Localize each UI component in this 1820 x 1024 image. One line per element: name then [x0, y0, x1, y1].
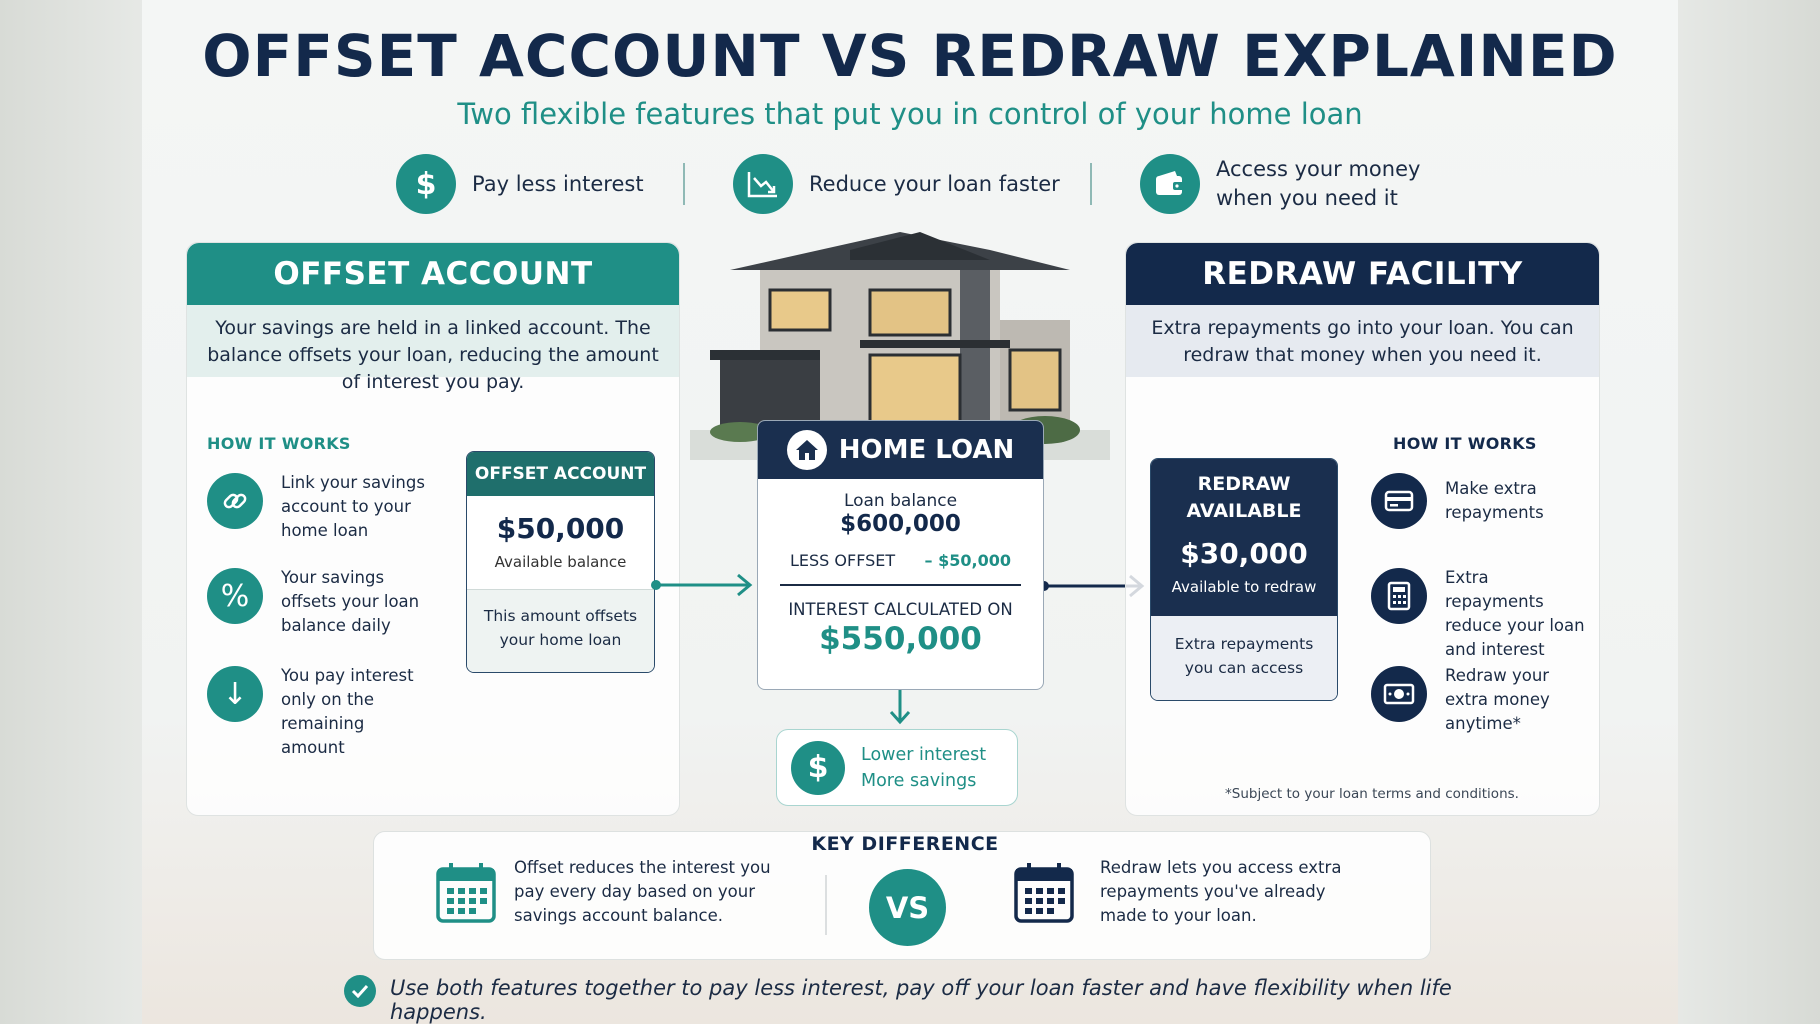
benefit-access-money: Access your money when you need it [1140, 154, 1426, 214]
calendar-icon [1013, 861, 1075, 929]
chart-down-icon [733, 154, 793, 214]
loan-balance-value: $600,000 [840, 511, 961, 537]
redraw-card-title: REDRAW [1197, 473, 1291, 495]
offset-description: Your savings are held in a linked accoun… [187, 305, 679, 393]
kd-divider [825, 875, 827, 935]
redraw-step: Extra repayments reduce your loan and in… [1371, 568, 1591, 662]
less-offset-label: LESS OFFSET [790, 551, 896, 570]
result-line: Lower interest [861, 744, 987, 765]
benefit-reduce-loan: Reduce your loan faster [733, 154, 1060, 214]
offset-panel: OFFSET ACCOUNT Your savings are held in … [186, 242, 680, 816]
step-text: Your savings offsets your loan balance d… [281, 568, 420, 635]
offset-step: Link your savings account to your home l… [207, 473, 427, 543]
house-icon [786, 430, 827, 470]
benefit-pay-less: $ Pay less interest [396, 154, 644, 214]
step-text: You pay interest only on the remaining a… [281, 666, 414, 757]
footer-tagline: Use both features together to pay less i… [390, 976, 1452, 1024]
offset-amount-label: Available balance [494, 553, 627, 571]
page-title: OFFSET ACCOUNT VS REDRAW EXPLAINED [202, 22, 1618, 90]
redraw-description: Extra repayments go into your loan. You … [1126, 305, 1599, 377]
less-offset-value: – $50,000 [924, 551, 1011, 570]
redraw-balance-card: REDRAW AVAILABLE $30,000 Available to re… [1150, 458, 1338, 701]
loan-balance-label: Loan balance [843, 491, 958, 511]
cash-icon [1371, 666, 1427, 722]
less-offset-row: LESS OFFSET – $50,000 [758, 551, 1043, 570]
result-line: More savings [861, 770, 977, 791]
interest-calculated-value: $550,000 [819, 620, 982, 657]
benefit-divider [1090, 163, 1092, 205]
step-text: Extra repayments reduce your loan and in… [1445, 568, 1585, 659]
step-text: Make extra repayments [1445, 479, 1544, 522]
offset-step: ↓ You pay interest only on the remaining… [207, 666, 427, 760]
redraw-card-title: AVAILABLE [1186, 500, 1302, 522]
home-loan-card: HOME LOAN Loan balance $600,000 LESS OFF… [757, 420, 1044, 690]
offset-to-loan-arrow [651, 573, 753, 597]
step-text: Redraw your extra money anytime* [1445, 666, 1550, 733]
link-icon [207, 473, 263, 529]
dollar-icon: $ [791, 740, 845, 795]
redraw-how-it-works-label: HOW IT WORKS [1393, 434, 1537, 453]
redraw-step: Make extra repayments [1371, 473, 1591, 529]
offset-difference-text: Offset reduces the interest you pay ever… [514, 858, 771, 925]
offset-how-it-works-label: HOW IT WORKS [207, 434, 351, 453]
offset-balance-card: OFFSET ACCOUNT $50,000 Available balance… [466, 451, 655, 673]
benefit-label: Reduce your loan faster [809, 171, 1060, 196]
redraw-step: Redraw your extra money anytime* [1371, 666, 1591, 736]
redraw-card-note: Extra repayments you can access [1151, 616, 1337, 700]
redraw-footnote: *Subject to your loan terms and conditio… [1225, 786, 1519, 802]
calendar-icon [435, 861, 497, 929]
wallet-icon [1140, 154, 1200, 214]
home-loan-title: HOME LOAN [838, 435, 1015, 465]
redraw-difference-text: Redraw lets you access extra repayments … [1100, 858, 1342, 925]
loan-divider [780, 584, 1021, 586]
redraw-panel-title: REDRAW FACILITY [1126, 243, 1599, 305]
offset-card-note: This amount offsets your home loan [467, 589, 654, 672]
key-difference-title: KEY DIFFERENCE [811, 833, 999, 855]
benefit-label: Access your money when you need it [1216, 157, 1421, 210]
savings-result-box: $ Lower interest More savings [776, 729, 1018, 806]
offset-step: % Your savings offsets your loan balance… [207, 568, 427, 638]
card-icon [1371, 473, 1427, 529]
savings-result-text: Lower interest More savings [861, 742, 986, 794]
step-text: Link your savings account to your home l… [281, 473, 425, 540]
redraw-amount: $30,000 [1180, 537, 1308, 570]
home-loan-header: HOME LOAN [758, 421, 1043, 479]
calculator-icon [1371, 568, 1427, 624]
arrow-down-icon: ↓ [207, 666, 263, 722]
percent-icon: % [207, 568, 263, 624]
benefit-divider [683, 163, 685, 205]
offset-amount: $50,000 [496, 512, 625, 545]
checkmark-icon [344, 975, 376, 1007]
offset-card-title: OFFSET ACCOUNT [467, 452, 654, 496]
interest-calculated-label: INTEREST CALCULATED ON [788, 599, 1013, 619]
vs-badge: VS [869, 869, 946, 946]
offset-panel-title: OFFSET ACCOUNT [187, 243, 679, 305]
benefit-label: Pay less interest [472, 171, 644, 196]
redraw-amount-label: Available to redraw [1171, 578, 1317, 596]
dollar-icon: $ [396, 154, 456, 214]
page-subtitle: Two flexible features that put you in co… [457, 97, 1363, 131]
loan-down-arrow [889, 690, 911, 725]
redraw-card-header: REDRAW AVAILABLE $30,000 Available to re… [1151, 459, 1337, 616]
